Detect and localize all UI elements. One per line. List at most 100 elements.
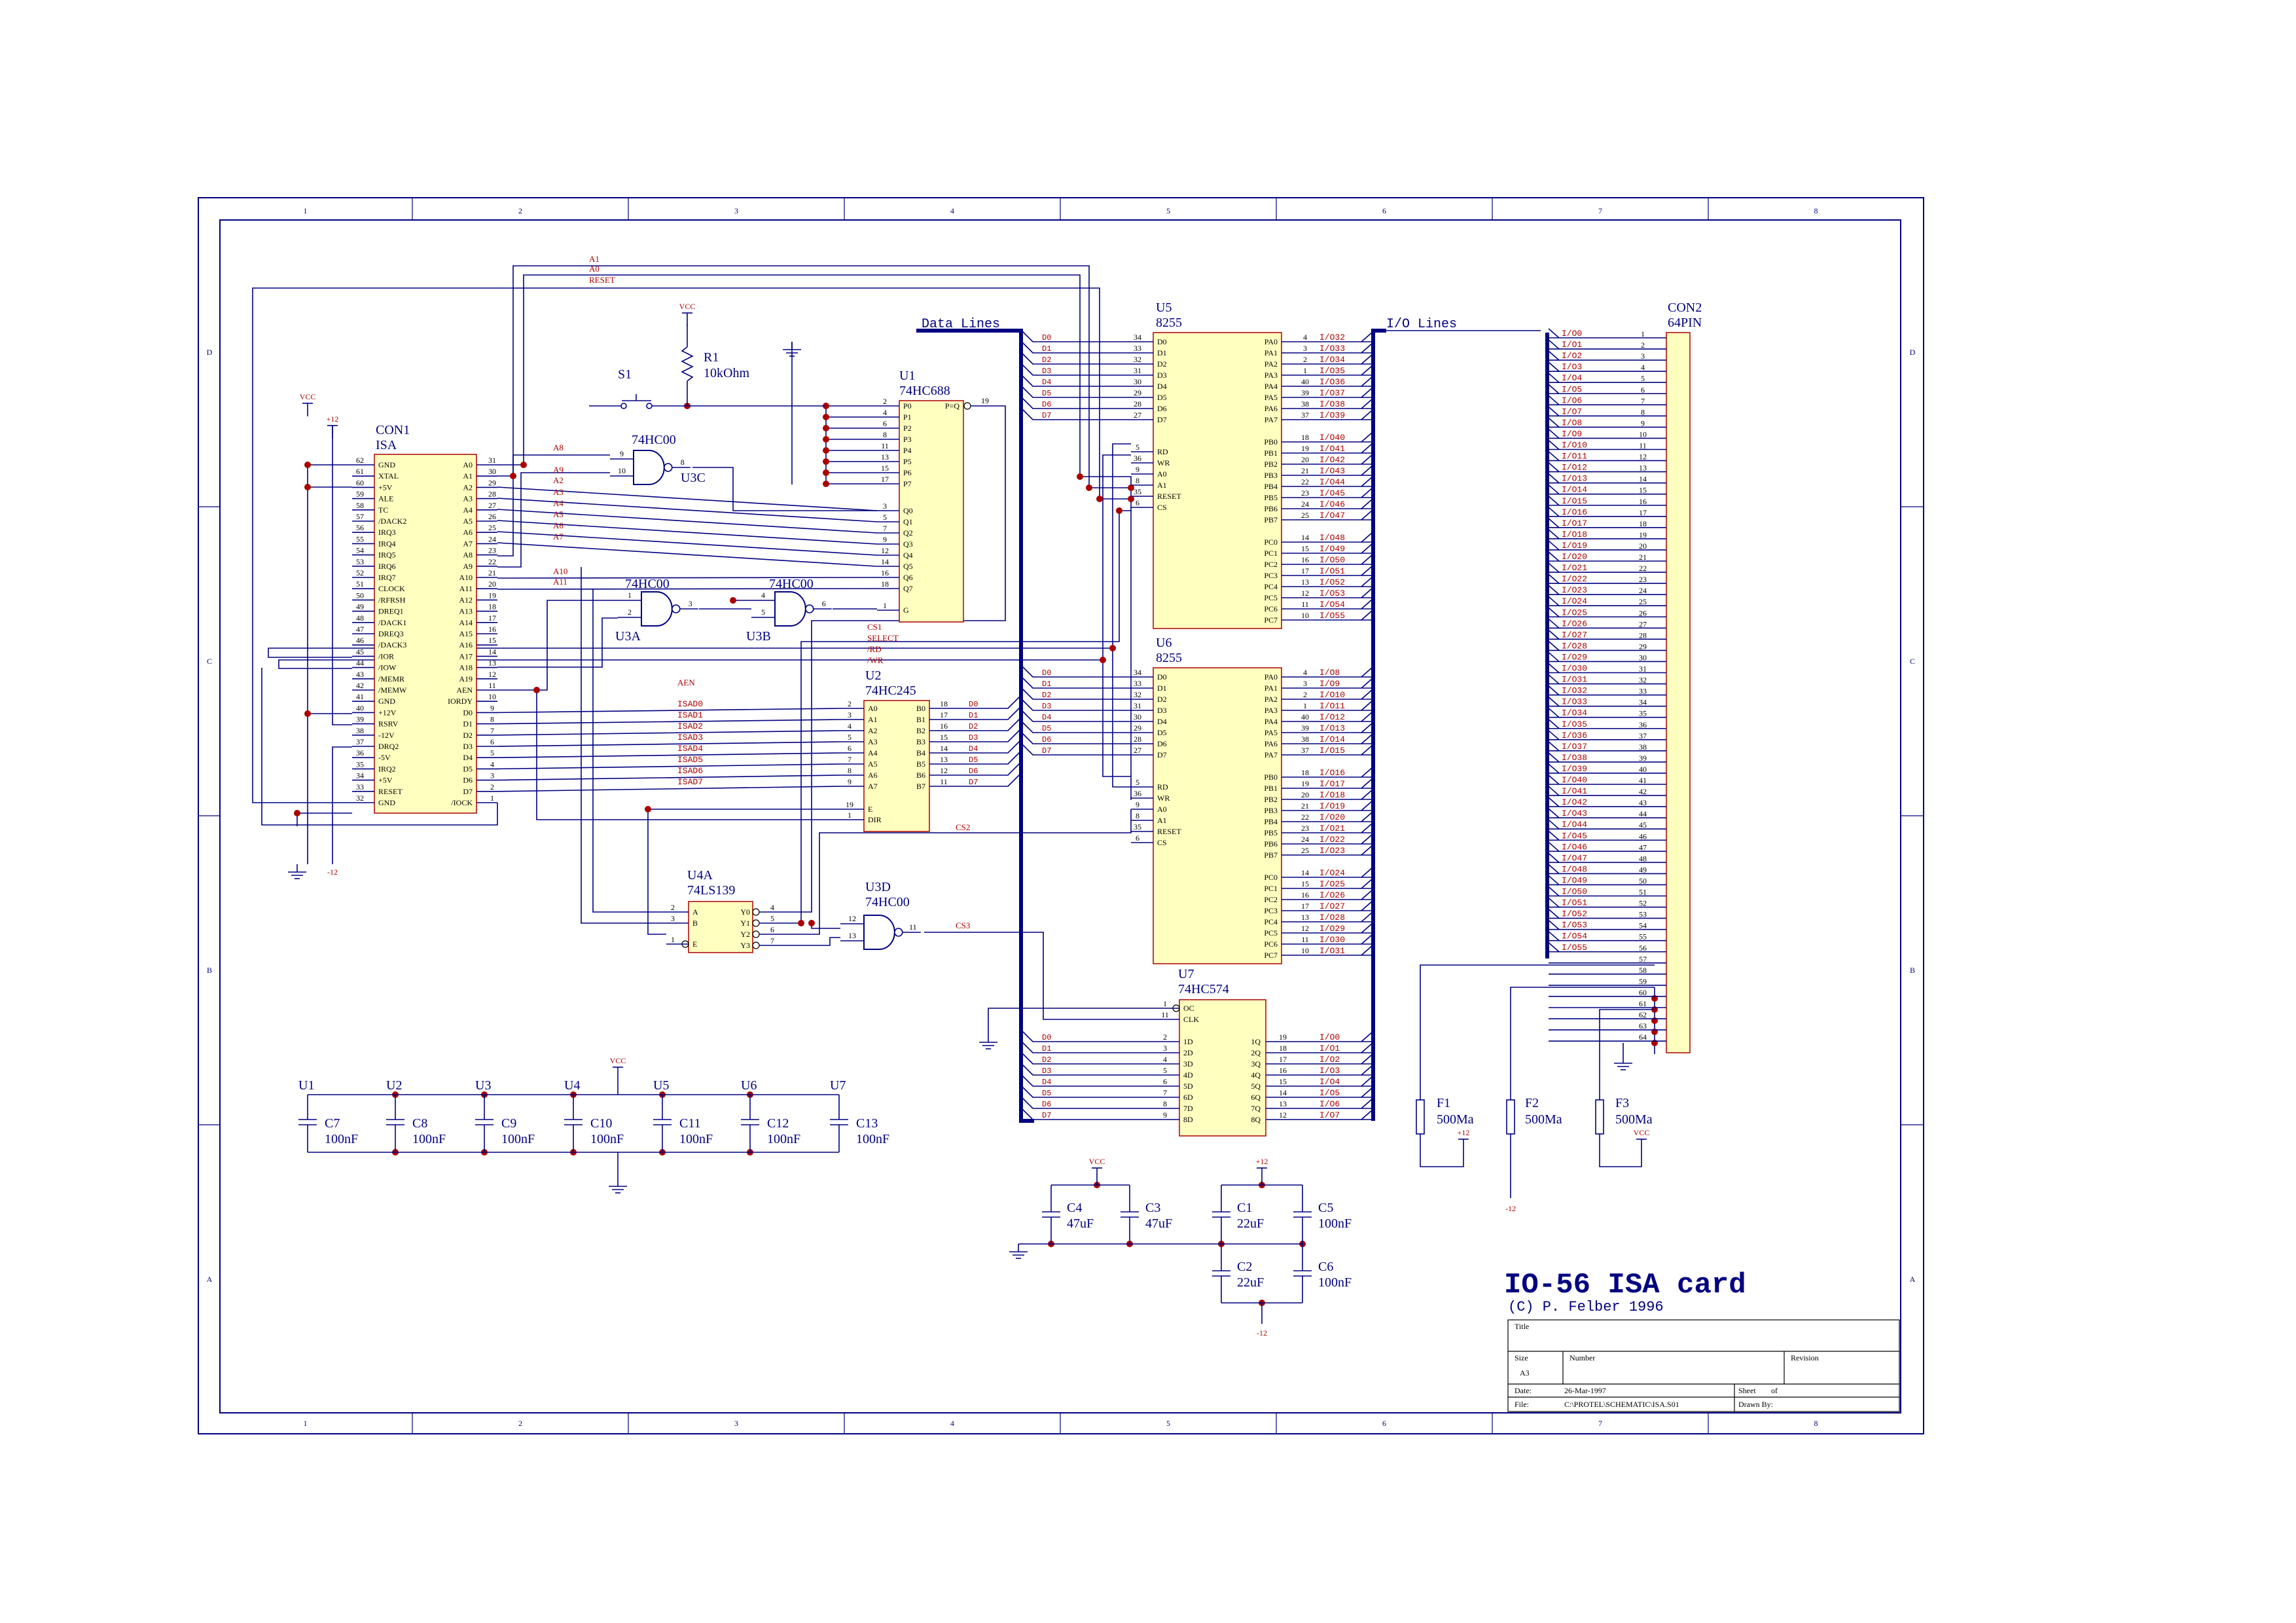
ppi-pin-number: 32	[1134, 355, 1141, 364]
u2-value: 74HC245	[865, 684, 916, 698]
con2-bus-entry	[1548, 685, 1560, 696]
f2-ref: F2	[1525, 1096, 1539, 1110]
con1-pin-name: IRQ5	[378, 551, 396, 560]
con2-net-label: I/O37	[1562, 742, 1587, 752]
u7-pin-number: 11	[1161, 1010, 1169, 1019]
ppi-bus-entry	[1361, 812, 1372, 822]
con2-bus-entry	[1548, 897, 1560, 908]
ppi-bus-entry	[1361, 867, 1372, 878]
ppi-bus-entry	[1361, 712, 1372, 722]
ppi-io-net-label: I/O28	[1319, 913, 1345, 922]
decoupling-ic-label: U3	[475, 1078, 491, 1093]
con2-net-label: I/O44	[1562, 820, 1587, 830]
u7-io-net-label: I/O1	[1319, 1044, 1340, 1053]
ppi-pin-number: 33	[1134, 344, 1141, 353]
u6-ref: U6	[1156, 636, 1172, 650]
f3-ref: F3	[1615, 1096, 1629, 1110]
con1-pin-number: 5	[490, 748, 494, 757]
decoupling-capacitors: U1C7100nFU2C8100nFU3C9100nFU4C10100nFU5C…	[298, 1078, 889, 1178]
con2-bus-entry	[1548, 350, 1560, 361]
u7-io-net-label: I/O3	[1319, 1066, 1340, 1076]
frame-row-right-A: A	[1910, 1275, 1916, 1284]
con1-pin-name: A14	[459, 618, 473, 627]
ppi-bus-entry	[1361, 790, 1372, 800]
ppi-pin-name: D0	[1157, 337, 1167, 346]
frame-column-bottom-4: 4	[950, 1419, 954, 1428]
u4-pin-number: 1	[671, 935, 675, 944]
ppi-pin-number: 19	[1301, 444, 1309, 453]
u1-pin-name: Q7	[903, 584, 913, 593]
wire-isad	[497, 786, 842, 792]
con1-pin-number: 6	[490, 737, 494, 746]
con2-pin-number: 23	[1639, 575, 1647, 584]
con1-pin-name: DRQ2	[378, 742, 399, 751]
ppi-pin-number: 3	[1303, 344, 1307, 353]
u2-pin-name: A6	[868, 771, 878, 780]
wire-iow	[268, 647, 1131, 788]
ppi-bus-entry	[1361, 510, 1372, 520]
con2-bus-entry	[1548, 562, 1560, 573]
wire-wr-u5	[1102, 454, 1131, 660]
con1-pin-number: 61	[356, 467, 364, 476]
con1-pin-name: A2	[463, 483, 473, 492]
u4-pin-number: 6	[770, 925, 774, 934]
con2-bus-entry	[1548, 529, 1560, 539]
u2-pin-name: B6	[916, 771, 925, 780]
con1-pin-number: 62	[356, 456, 364, 465]
ppi-pin-name: PC7	[1264, 951, 1278, 960]
con2-pin-number: 54	[1639, 921, 1647, 930]
s1-ref: S1	[618, 367, 632, 382]
con1-pin-number: 11	[488, 681, 496, 690]
ppi-pin-number: 20	[1301, 790, 1309, 799]
wire-con1-12v	[332, 426, 352, 725]
con2-bus-entry	[1548, 373, 1560, 383]
con2-pin-number: 57	[1639, 955, 1647, 964]
con2-bus-entry	[1548, 496, 1560, 506]
u2-pin-name: DIR	[868, 815, 882, 824]
decoupling-cap-value: 100nF	[412, 1132, 446, 1146]
con1-pin-number: 22	[488, 557, 496, 566]
con2-net-label: I/O39	[1562, 764, 1587, 774]
u3a-ref: U3A	[615, 629, 641, 644]
con1-ref: CON1	[376, 423, 410, 437]
con1-pin-number: 43	[356, 670, 364, 679]
con1-pin-number: 7	[490, 726, 494, 735]
con2-bus-entry	[1548, 395, 1560, 405]
con1-pin-name: ALE	[378, 494, 393, 503]
con1-pin-number: 58	[356, 501, 364, 510]
u1-pin-number: 16	[881, 568, 889, 577]
ppi-pin-name: D7	[1157, 750, 1167, 759]
u1-output-name: P=Q	[945, 401, 960, 410]
wire-u3d-in	[811, 923, 840, 929]
wire-u4-a	[592, 589, 666, 913]
con2-bus-entry	[1548, 763, 1560, 774]
con2-bus-entry	[1548, 663, 1560, 674]
u7-bus-entry	[1361, 1087, 1372, 1098]
ppi-pin-number: 35	[1134, 487, 1141, 496]
con2-value: 64PIN	[1668, 316, 1702, 330]
u7-pin-name: 4D	[1183, 1070, 1193, 1080]
ppi-pin-name: CS	[1157, 838, 1167, 847]
u1-pin-number: 1	[883, 601, 887, 610]
ppi-pin-number: 34	[1134, 668, 1141, 677]
ppi-pin-number: 27	[1134, 410, 1141, 420]
ppi-io-net-label: I/O11	[1319, 701, 1345, 711]
ppi-bus-entry	[1022, 364, 1131, 376]
u2-ref: U2	[865, 668, 881, 683]
con2-net-label: I/O27	[1562, 630, 1587, 640]
r1-value: 10kOhm	[704, 366, 749, 380]
ppi-pin-name: PC2	[1264, 560, 1278, 569]
ppi-pin-name: PB5	[1264, 493, 1278, 502]
ppi-d-net-label: D7	[1042, 746, 1051, 756]
u7-ref: U7	[1178, 967, 1194, 981]
con2-net-label: I/O42	[1562, 797, 1587, 807]
con1-pin-number: 35	[356, 759, 364, 769]
s1-switch	[589, 394, 825, 409]
frame-row-right-D: D	[1910, 348, 1916, 357]
con1-pin-number: 40	[356, 703, 364, 712]
